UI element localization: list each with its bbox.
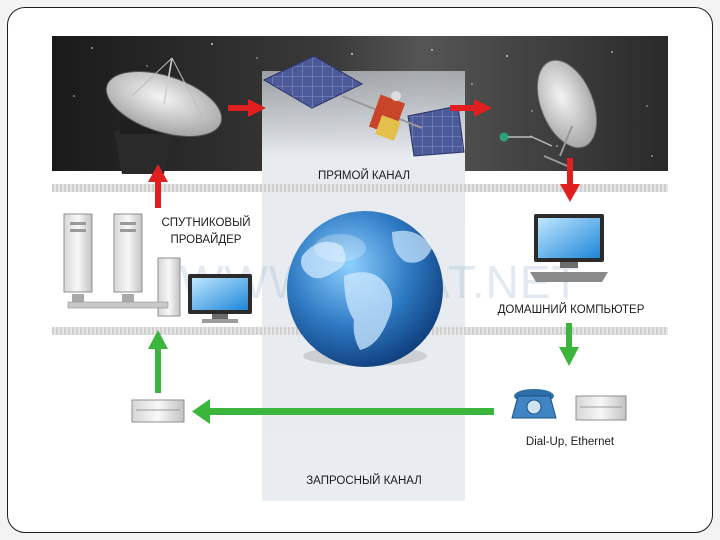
telephone-icon	[512, 389, 556, 418]
satellite-internet-diagram: WWW.PESAT.NET	[52, 36, 668, 501]
home-modem-icon	[576, 396, 626, 420]
satellite-provider-label-line2: ПРОВАЙДЕР	[171, 233, 242, 246]
request-channel-label: ЗАПРОСНЫЙ КАНАЛ	[306, 474, 422, 487]
direct-channel-label: ПРЯМОЙ КАНАЛ	[318, 169, 410, 182]
home-computer-label: ДОМАШНИЙ КОМПЬЮТЕР	[498, 303, 645, 316]
provider-server-icon	[64, 214, 180, 316]
globe-icon	[287, 211, 443, 367]
dialup-label: Dial-Up, Ethernet	[526, 436, 615, 448]
satellite-provider-label-line1: СПУТНИКОВЫЙ	[161, 216, 250, 229]
slide-frame: WWW.PESAT.NET	[7, 7, 713, 533]
arrow-modem-to-provider	[148, 330, 168, 393]
provider-monitor-icon	[188, 274, 252, 323]
provider-modem-icon	[132, 400, 184, 422]
